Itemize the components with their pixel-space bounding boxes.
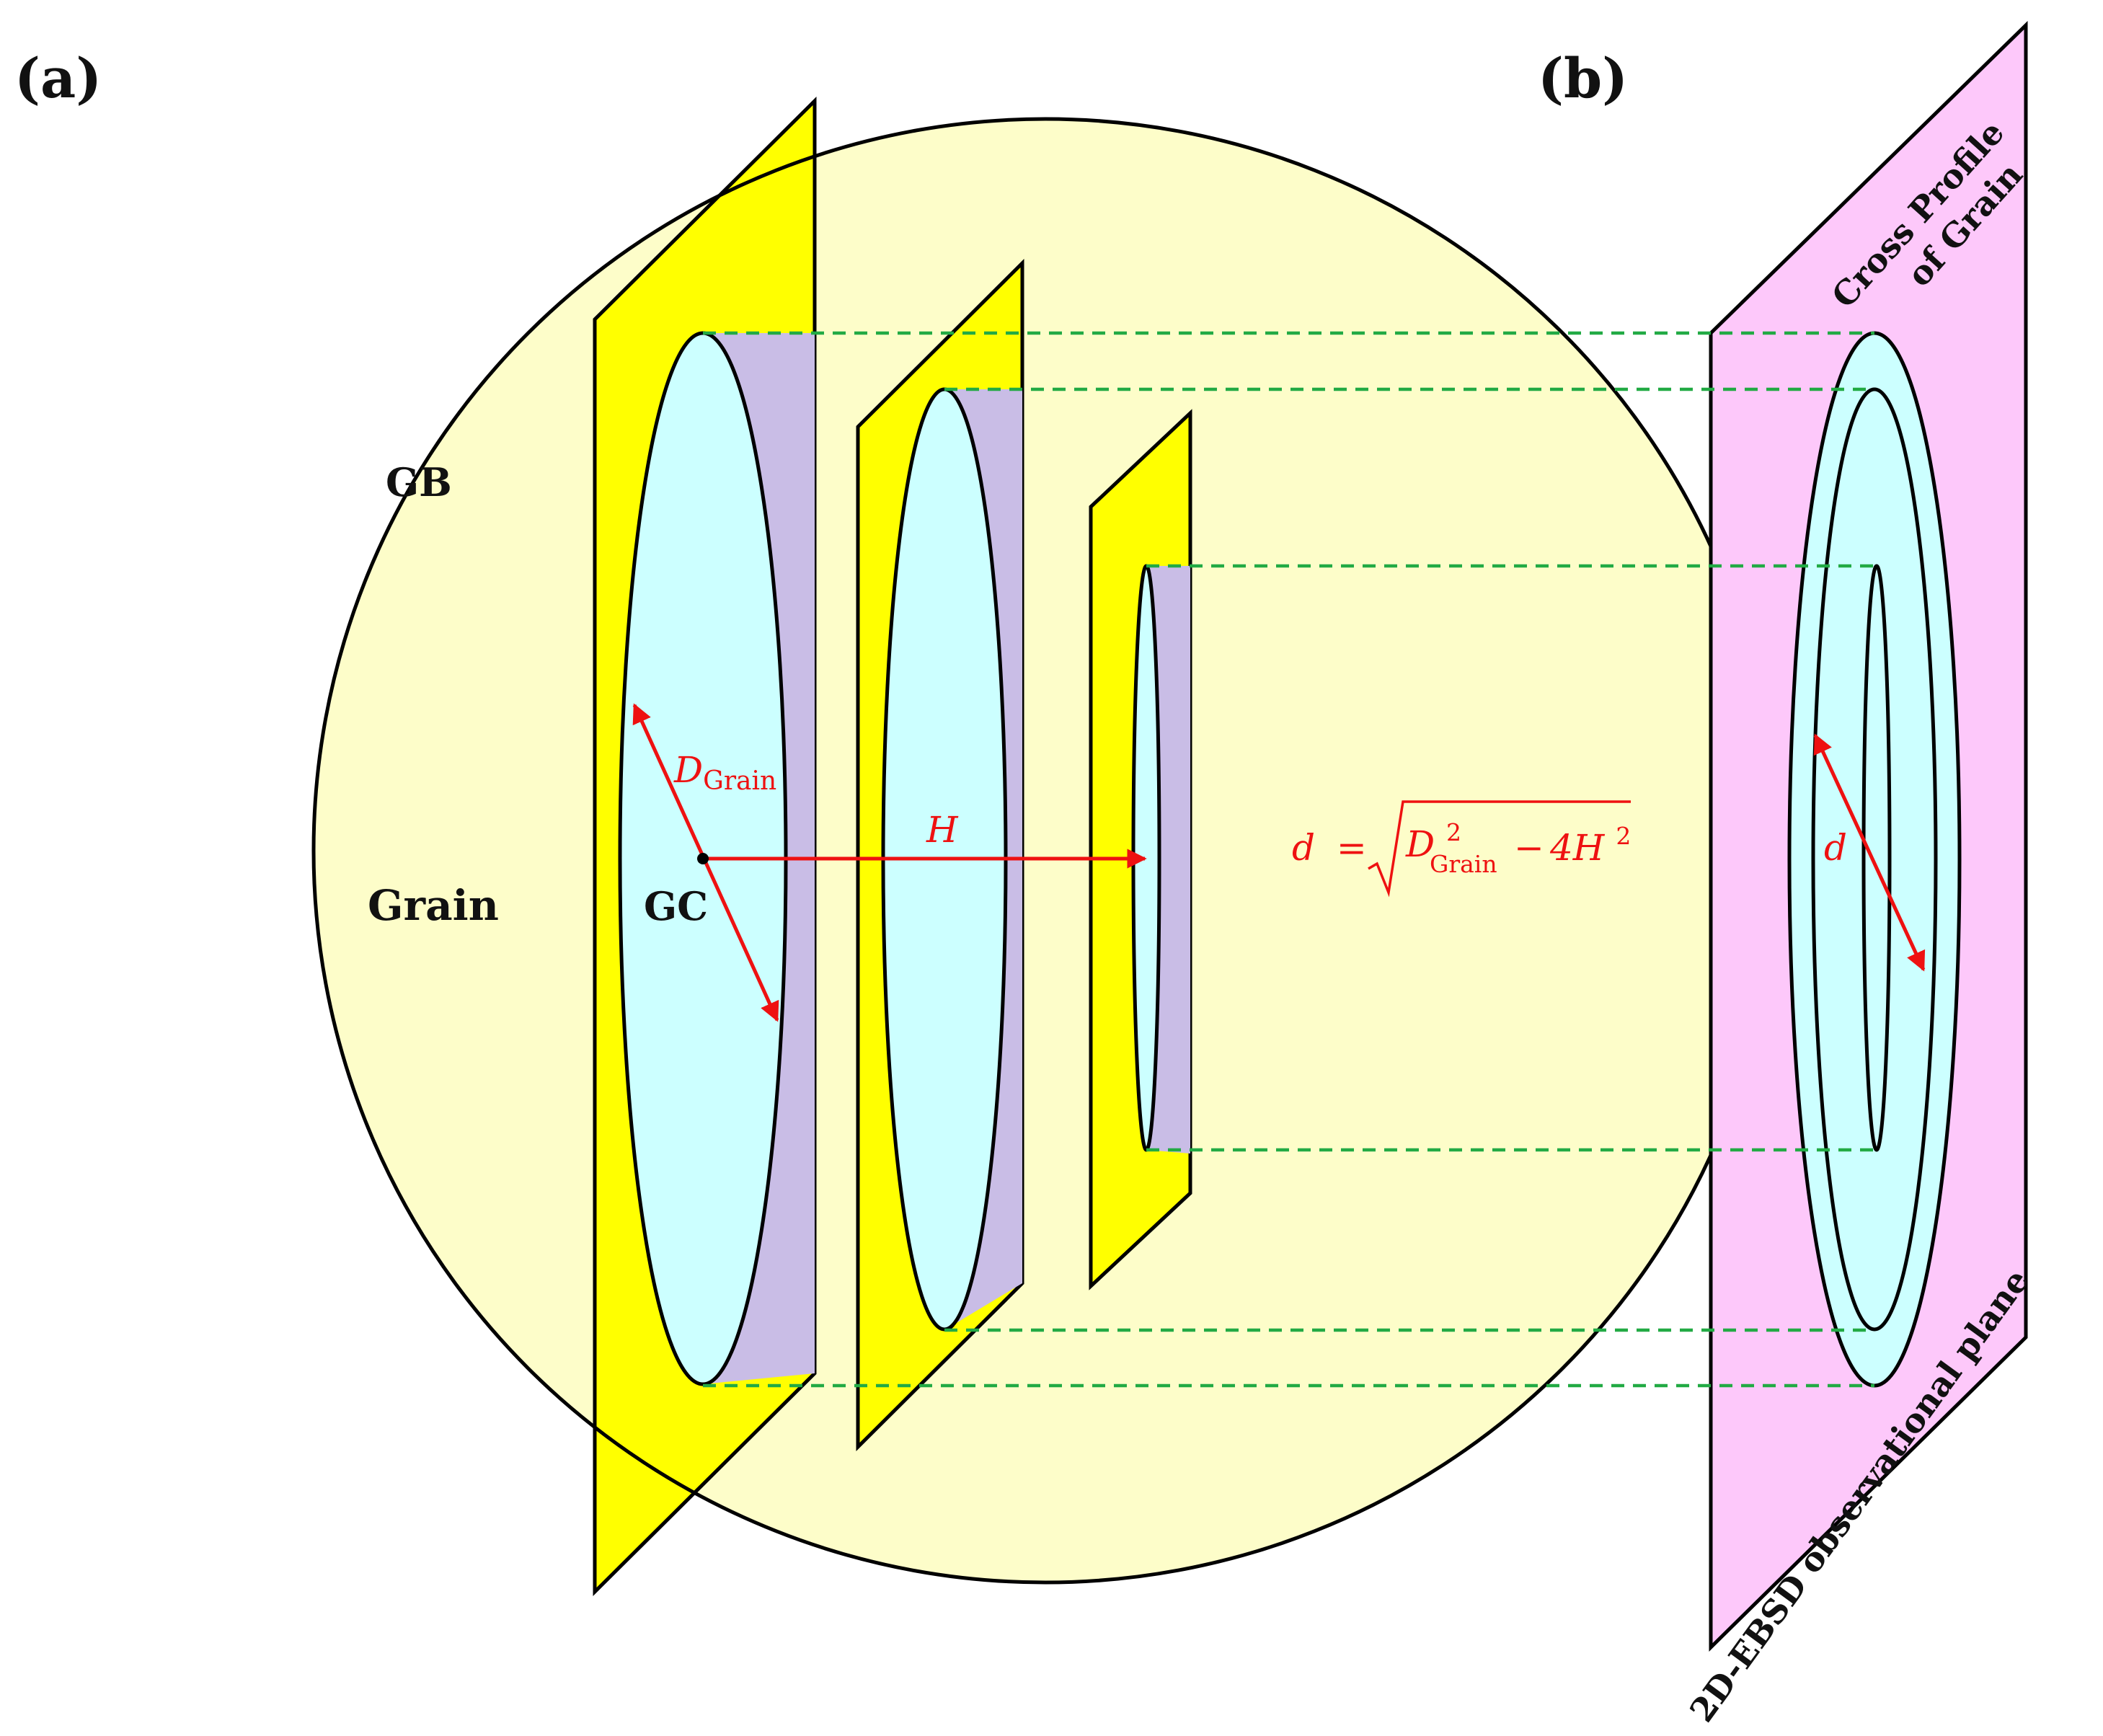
svg-text:4H 2: 4H 2 <box>1549 822 1631 869</box>
panel-a-label: (a) <box>14 46 102 110</box>
svg-text:−: − <box>1514 827 1544 869</box>
gb-label: GB <box>386 459 452 505</box>
grain-label: Grain <box>368 881 499 930</box>
panel-b: d Cross Profile of Grain 2D-EBSD observa… <box>1682 21 2037 1729</box>
d-label: d <box>1824 827 1847 869</box>
h-label: H <box>926 809 959 851</box>
svg-text:d =: d = <box>1292 827 1367 869</box>
sqrt-sign <box>1368 800 1631 898</box>
svg-text:D 2: D 2 <box>1405 818 1461 865</box>
gc-label: GC <box>644 883 708 929</box>
grain-center-dot <box>697 853 709 864</box>
panel-b-label: (b) <box>1538 46 1628 110</box>
projection-lines <box>703 331 1877 1388</box>
cross-section-1-back-edge <box>702 332 787 1386</box>
d-grain-label: DGrain <box>673 749 776 796</box>
d-arrow <box>1813 733 1926 972</box>
panel-a: DGrain H GB Grain GC <box>311 96 1779 1597</box>
profile-inner <box>1861 564 1892 1152</box>
cross-section-3-back-edge <box>1146 564 1161 1151</box>
diameter-formula: d = D 2 Grain − 4H 2 <box>1292 800 1631 898</box>
cross-section-2-back-edge <box>944 388 1008 1332</box>
svg-text:Grain: Grain <box>1430 850 1497 878</box>
